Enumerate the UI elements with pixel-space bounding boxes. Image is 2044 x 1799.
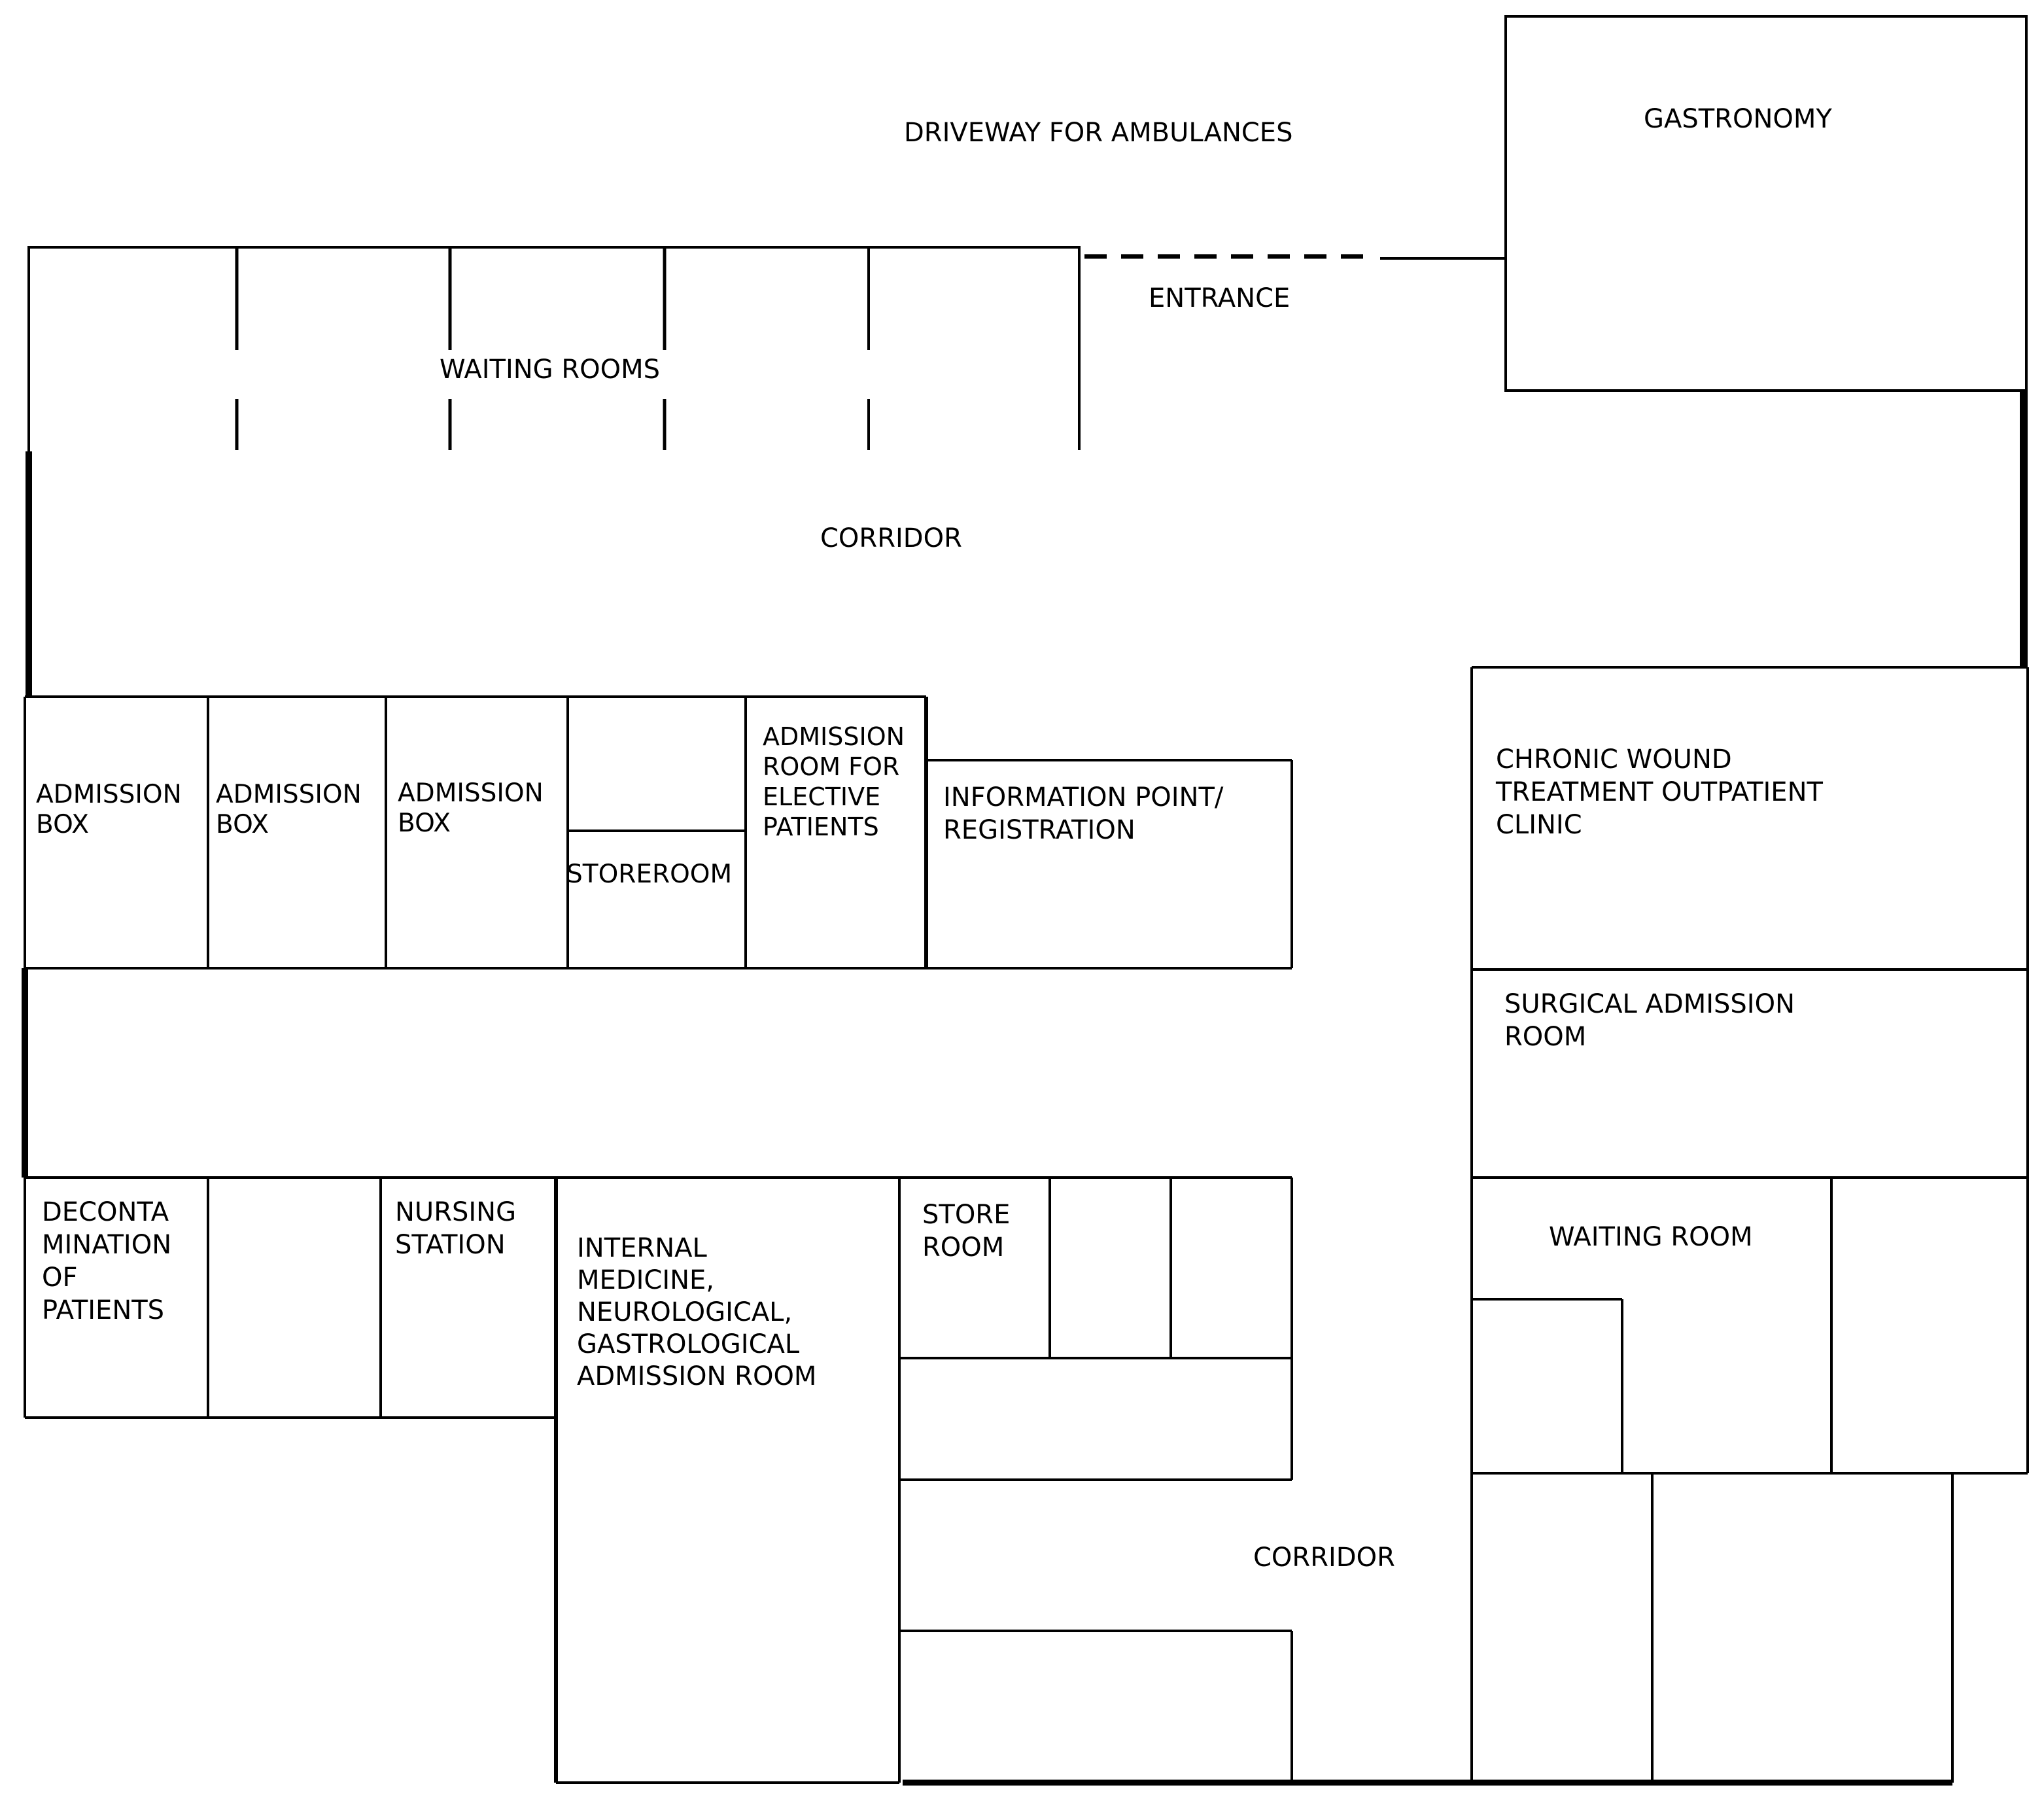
bottom-left-block	[24, 1176, 1293, 1784]
internal-medicine-label: INTERNAL MEDICINE, NEUROLOGICAL, GASTROL…	[577, 1233, 817, 1391]
gastronomy-label: GASTRONOMY	[1644, 104, 1832, 134]
nursing-station-label: NURSING STATION	[395, 1197, 517, 1260]
decontamination-label: DECONTA MINATION OF PATIENTS	[42, 1197, 172, 1325]
corridor-bottom-label: CORRIDOR	[1253, 1543, 1395, 1573]
right-block	[1470, 666, 2029, 1783]
corridor-top-label: CORRIDOR	[820, 523, 962, 553]
waiting-room-partitions	[235, 247, 1081, 450]
admission-box-3-label: ADMISSION BOX	[398, 778, 544, 838]
chronic-wound-label: CHRONIC WOUND TREATMENT OUTPATIENT CLINI…	[1496, 744, 1823, 840]
gastronomy-room	[1504, 15, 2028, 392]
admission-box-1-label: ADMISSION BOX	[36, 780, 182, 839]
surgical-admission-label: SURGICAL ADMISSION ROOM	[1504, 989, 1795, 1052]
store-room-label: STORE ROOM	[922, 1200, 1011, 1263]
admission-elective-label: ADMISSION ROOM FOR ELECTIVE PATIENTS	[763, 722, 905, 841]
driveway-label: DRIVEWAY FOR AMBULANCES	[904, 118, 1293, 148]
admission-row	[24, 695, 1293, 969]
waiting-rooms-label: WAITING ROOMS	[440, 355, 661, 385]
entrance-label: ENTRANCE	[1149, 283, 1290, 313]
waiting-room-label: WAITING ROOM	[1549, 1222, 1753, 1252]
information-point-label: INFORMATION POINT/ REGISTRATION	[943, 782, 1224, 845]
admission-box-2-label: ADMISSION BOX	[216, 780, 362, 839]
storeroom-label: STOREROOM	[566, 860, 733, 889]
